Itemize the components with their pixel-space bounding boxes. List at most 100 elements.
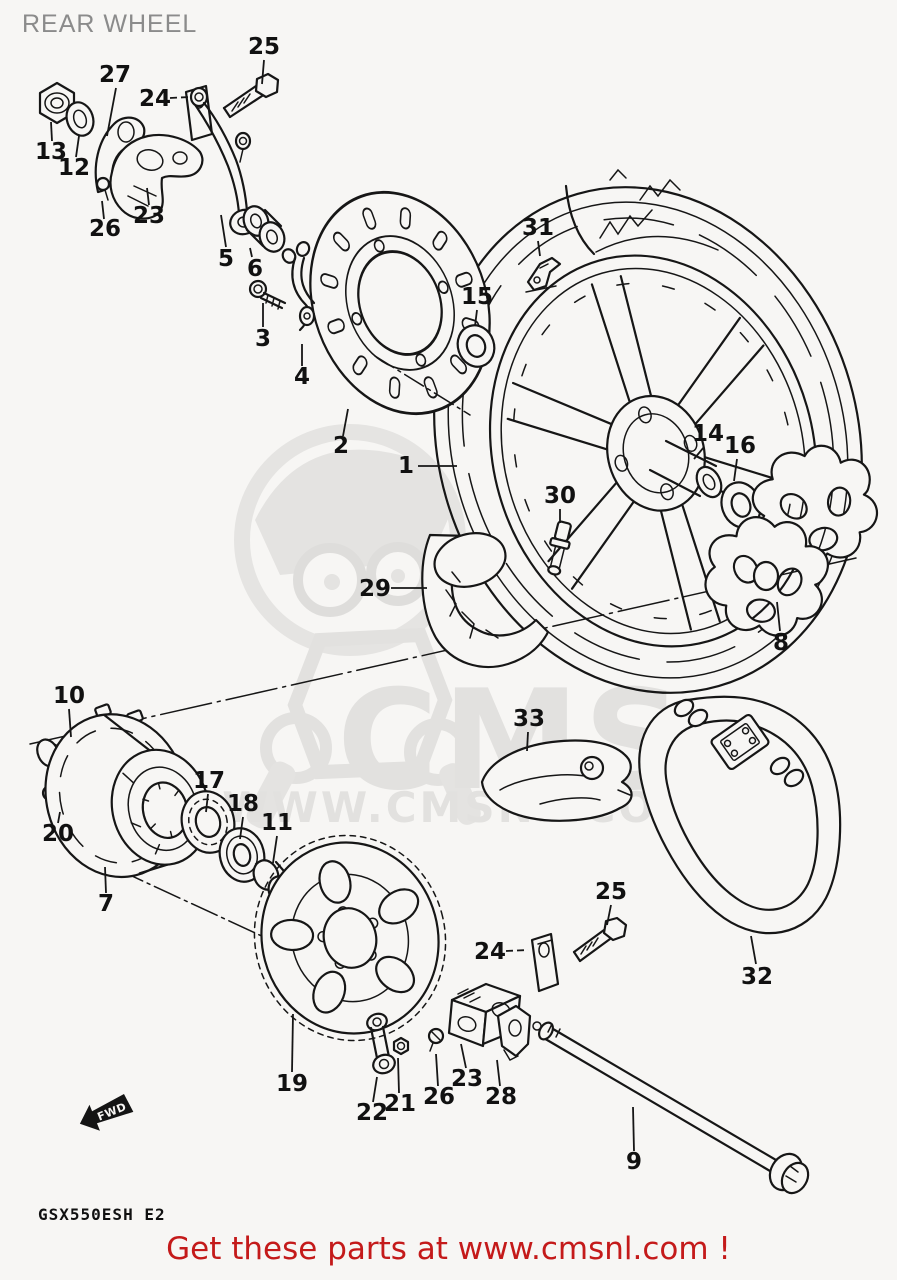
callout-26-bottom[interactable]: 26 bbox=[423, 1053, 455, 1110]
bushing-6-drawing bbox=[242, 205, 286, 253]
callout-28[interactable]: 28 bbox=[485, 1059, 517, 1110]
callout-8[interactable]: 8 bbox=[773, 601, 789, 656]
svg-text:26: 26 bbox=[423, 1084, 455, 1110]
valve-stem-drawing bbox=[547, 520, 572, 576]
washer-12-drawing bbox=[65, 101, 95, 137]
callout-23-top[interactable]: 23 bbox=[133, 187, 165, 229]
cmsnl-footer-link[interactable]: Get these parts at www.cmsnl.com ! bbox=[166, 1231, 731, 1267]
callout-10[interactable]: 10 bbox=[53, 683, 85, 738]
svg-text:32: 32 bbox=[741, 964, 773, 990]
callout-4[interactable]: 4 bbox=[294, 344, 310, 390]
hose-guide-4-drawing bbox=[281, 241, 316, 332]
page-title: REAR WHEEL bbox=[22, 10, 198, 38]
callout-16[interactable]: 16 bbox=[724, 433, 756, 482]
tire-cut-edge bbox=[564, 184, 596, 256]
callout-25-bottom[interactable]: 25 bbox=[595, 879, 627, 926]
callout-23-bottom[interactable]: 23 bbox=[451, 1043, 483, 1092]
callout-11[interactable]: 11 bbox=[261, 810, 293, 864]
callout-32[interactable]: 32 bbox=[741, 935, 773, 990]
svg-text:14: 14 bbox=[692, 421, 724, 447]
svg-text:16: 16 bbox=[724, 433, 756, 459]
bolt-3-drawing bbox=[248, 279, 287, 310]
svg-text:4: 4 bbox=[294, 364, 310, 390]
callout-18[interactable]: 18 bbox=[227, 791, 259, 840]
callout-29[interactable]: 29 bbox=[359, 576, 427, 602]
svg-text:8: 8 bbox=[773, 630, 789, 656]
svg-text:15: 15 bbox=[461, 284, 493, 310]
svg-text:27: 27 bbox=[99, 62, 131, 88]
callout-22[interactable]: 22 bbox=[356, 1076, 388, 1126]
svg-text:29: 29 bbox=[359, 576, 391, 602]
callout-6[interactable]: 6 bbox=[247, 247, 263, 282]
svg-text:7: 7 bbox=[98, 891, 114, 917]
callout-5[interactable]: 5 bbox=[218, 214, 234, 272]
bearing-17-drawing bbox=[180, 790, 236, 854]
svg-text:23: 23 bbox=[133, 203, 165, 229]
svg-text:20: 20 bbox=[42, 821, 74, 847]
svg-text:12: 12 bbox=[58, 155, 90, 181]
lower-axis-line bbox=[79, 851, 293, 951]
tire-section-drawing bbox=[421, 532, 550, 668]
cush-drive-drawing bbox=[696, 435, 887, 644]
svg-text:6: 6 bbox=[247, 256, 263, 282]
svg-text:18: 18 bbox=[227, 791, 259, 817]
nut-21-drawing bbox=[392, 1036, 410, 1056]
svg-text:33: 33 bbox=[513, 706, 545, 732]
callout-20[interactable]: 20 bbox=[42, 811, 74, 847]
clamp-31-drawing bbox=[525, 256, 562, 293]
axle-9-drawing bbox=[532, 1021, 810, 1195]
svg-text:21: 21 bbox=[384, 1091, 416, 1117]
callout-3[interactable]: 3 bbox=[255, 303, 271, 352]
svg-text:1: 1 bbox=[398, 453, 414, 479]
disc-axis-line bbox=[374, 355, 471, 416]
bolt-25-bottom-drawing bbox=[572, 916, 628, 963]
callout-26-top[interactable]: 26 bbox=[89, 200, 121, 242]
caliper-bracket-23-drawing bbox=[109, 133, 204, 220]
callout-7[interactable]: 7 bbox=[98, 866, 114, 917]
tread-zigzag bbox=[599, 209, 653, 239]
chain-32-drawing bbox=[638, 695, 842, 935]
part-callouts: 25 27 24 13 12 26 23 5 6 3 4 2 15 31 1 1… bbox=[35, 34, 789, 1175]
callout-9[interactable]: 9 bbox=[626, 1106, 642, 1175]
svg-text:24: 24 bbox=[474, 939, 506, 965]
svg-text:3: 3 bbox=[255, 326, 271, 352]
callout-31[interactable]: 31 bbox=[522, 215, 554, 257]
svg-text:19: 19 bbox=[276, 1071, 308, 1097]
axle-spacer-tube-drawing bbox=[648, 439, 723, 499]
bolt-26-top-drawing bbox=[95, 176, 111, 201]
callout-24-top[interactable]: 24 bbox=[139, 86, 191, 112]
callout-27[interactable]: 27 bbox=[99, 62, 131, 137]
svg-text:5: 5 bbox=[218, 246, 234, 272]
svg-text:22: 22 bbox=[356, 1100, 388, 1126]
callout-30[interactable]: 30 bbox=[544, 483, 576, 523]
svg-text:17: 17 bbox=[193, 768, 225, 794]
callout-14[interactable]: 14 bbox=[692, 421, 724, 460]
callout-12[interactable]: 12 bbox=[58, 135, 90, 181]
brake-disc-drawing bbox=[309, 190, 491, 416]
bolt-25-top-drawing bbox=[222, 72, 280, 119]
bolt-26-bottom-drawing bbox=[427, 1027, 445, 1052]
callout-21[interactable]: 21 bbox=[384, 1057, 416, 1117]
svg-text:13: 13 bbox=[35, 139, 67, 165]
svg-text:30: 30 bbox=[544, 483, 576, 509]
callout-13[interactable]: 13 bbox=[35, 121, 67, 165]
svg-text:25: 25 bbox=[248, 34, 280, 60]
callout-15[interactable]: 15 bbox=[461, 284, 493, 327]
callout-17[interactable]: 17 bbox=[193, 768, 225, 813]
svg-text:26: 26 bbox=[89, 216, 121, 242]
svg-text:31: 31 bbox=[522, 215, 554, 241]
rear-wheel-drawing bbox=[433, 168, 863, 694]
nut-13-drawing bbox=[38, 81, 76, 125]
bolt-22-drawing bbox=[366, 1012, 396, 1075]
callout-25-top[interactable]: 25 bbox=[248, 34, 280, 85]
callout-2[interactable]: 2 bbox=[333, 408, 349, 459]
callout-33[interactable]: 33 bbox=[513, 706, 545, 752]
callout-19[interactable]: 19 bbox=[276, 1013, 308, 1097]
fwd-direction-arrow: FWD bbox=[79, 1094, 134, 1131]
callout-24-bottom[interactable]: 24 bbox=[474, 939, 529, 965]
tool-bag-33-drawing bbox=[480, 739, 633, 822]
callout-1[interactable]: 1 bbox=[398, 453, 457, 479]
bearing-15-drawing bbox=[456, 324, 496, 368]
